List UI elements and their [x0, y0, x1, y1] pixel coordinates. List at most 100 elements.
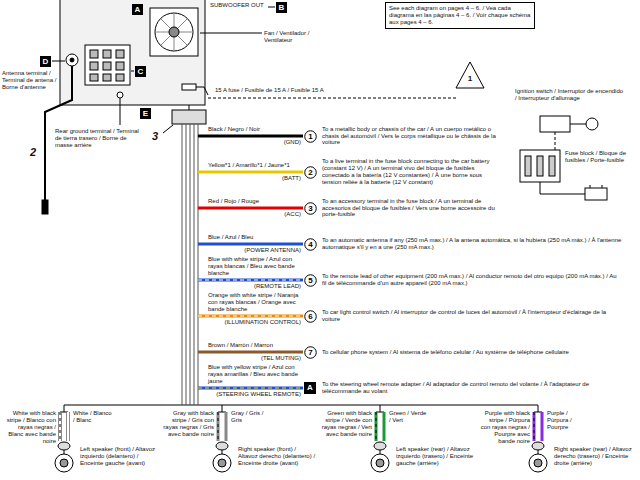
terminal-label: Antenna terminal / Terminal de antena / …	[2, 70, 57, 91]
circle-outline	[305, 310, 317, 322]
connection-number: 5	[304, 274, 317, 287]
connection-number: 6	[304, 310, 317, 323]
wire	[198, 207, 303, 210]
reference-letter: C	[135, 66, 146, 77]
connection-note: To a live terminal in the fuse block con…	[322, 158, 502, 186]
speaker-group	[529, 405, 547, 472]
wire-color: Purple / Púrpura / Pourpre	[547, 410, 587, 431]
note-box: See each diagram on pages 4 – 6. / Vea c…	[385, 2, 535, 29]
connection-number: 1	[304, 130, 317, 143]
reference-letter: E	[140, 108, 151, 119]
connection-number: 3	[304, 202, 317, 215]
terminal-label: Rear ground terminal / Terminal de tierr…	[55, 128, 140, 149]
circle-outline	[305, 202, 317, 214]
speaker-label: Right speaker (rear) / Altavoz derecho (…	[554, 446, 632, 467]
node-letter: 6	[304, 310, 317, 323]
wire	[198, 135, 303, 138]
connection-note: To a metallic body or chassis of the car…	[322, 126, 502, 147]
wire-color: Orange with white stripe / Naranja con r…	[208, 292, 302, 313]
node-letter: A	[304, 382, 316, 394]
part-label: Ignition switch / Interruptor de encendi…	[515, 88, 625, 102]
signal-name: (ILLUMINATION CONTROL)	[205, 319, 301, 326]
circle-outline	[305, 346, 317, 358]
wire-color: Black / Negro / Noir	[208, 126, 302, 133]
part-label: Fuse block / Bloque de fusibles / Porte-…	[565, 150, 637, 164]
note-text: See each diagram on pages 4 – 6. / Vea c…	[389, 5, 531, 26]
ground-screw	[117, 92, 123, 98]
circle-outline	[305, 166, 317, 178]
connector-pins	[90, 50, 124, 81]
speaker-label: Left speaker (rear) / Altavoz izquierdo …	[396, 446, 474, 467]
wire-color: Gray / Gris / Gris	[231, 410, 271, 424]
leader-line	[52, 61, 65, 62]
wire-color: Brown / Marrón / Marron	[208, 342, 302, 349]
wire-stripe	[198, 280, 303, 281]
wire-color: White / Blanco / Blanc	[73, 410, 113, 424]
leader-line	[131, 71, 134, 72]
speaker-group	[55, 405, 73, 472]
wire	[198, 243, 303, 246]
wire-stripe	[198, 316, 303, 317]
node-letter: 3	[304, 202, 317, 215]
fuse-block	[520, 150, 560, 182]
key-head	[586, 118, 598, 130]
part-label: Fan / Ventilador / Ventilateur	[264, 30, 326, 44]
wire-color: Gray with black stripe / Gris con rayas …	[162, 410, 214, 438]
connection-note: To car light control switch / Al interru…	[322, 309, 622, 323]
callout-triangle	[456, 62, 484, 88]
signal-name: (REMOTE LEAD)	[205, 283, 301, 290]
node-letter: A	[132, 4, 143, 15]
battery	[585, 188, 607, 200]
fuse-symbol	[182, 84, 196, 90]
wire-color: Green with black stripe / Verde con raya…	[320, 410, 372, 438]
port-label: SUBWOOFER OUT	[210, 2, 266, 9]
wire-color: Blue with white stripe / Azul con rayas …	[208, 256, 302, 277]
key-shaft	[570, 124, 586, 125]
leader-line	[200, 33, 262, 34]
speaker-bus	[64, 404, 538, 406]
reference-letter: A	[132, 4, 143, 15]
speaker-group	[371, 405, 389, 472]
signal-name: (TEL MUTING)	[205, 355, 301, 362]
antenna-plug	[42, 200, 48, 214]
circle-outline	[305, 130, 317, 142]
node-letter: 7	[304, 346, 317, 359]
connection-number: 2	[304, 166, 317, 179]
signal-name: (BATT)	[205, 175, 301, 182]
speaker-label: Right speaker (front) / Altavoz derecho …	[238, 446, 316, 467]
wire	[540, 182, 585, 194]
fan	[155, 13, 193, 51]
connection-note: To the remote lead of other equipment (2…	[322, 273, 622, 287]
reference-letter: A	[304, 382, 316, 394]
node-letter: 2	[304, 166, 317, 179]
battery-terminals	[590, 185, 602, 188]
connection-note: To the steering wheel remote adapter / A…	[322, 381, 622, 395]
connection-number: 7	[304, 346, 317, 359]
node-letter: B	[276, 2, 287, 13]
wire	[198, 171, 303, 174]
connection-note: To an accessory terminal in the fuse blo…	[322, 198, 502, 219]
fan-hub	[169, 27, 179, 37]
fan-blades	[155, 13, 193, 51]
antenna-jack	[66, 54, 78, 66]
leader-line	[268, 7, 275, 8]
wire-stripe	[198, 388, 303, 389]
antenna-jack-pin	[70, 58, 74, 62]
harness-plug	[172, 110, 206, 124]
wire-bundle	[182, 124, 198, 405]
node-letter: E	[140, 108, 151, 119]
wire-color: Blue with yellow stripe / Azul con rayas…	[208, 364, 302, 385]
connection-number: 4	[304, 238, 317, 251]
harness-link	[189, 105, 190, 110]
wire-color: White with black stripe / Blanco con ray…	[4, 410, 56, 444]
callout-number: 1	[466, 75, 474, 83]
signal-name: (ACC)	[205, 211, 301, 218]
bracket-line	[208, 98, 456, 99]
signal-name: (POWER ANTENNA)	[205, 247, 301, 254]
wire-color: Blue / Azul / Bleu	[208, 234, 302, 241]
wire-color: Yellow*1 / Amarillo*1 / Jaune*1	[208, 162, 302, 169]
leader-line	[120, 98, 121, 125]
reference-letter: B	[276, 2, 287, 13]
speaker-group	[213, 405, 231, 472]
